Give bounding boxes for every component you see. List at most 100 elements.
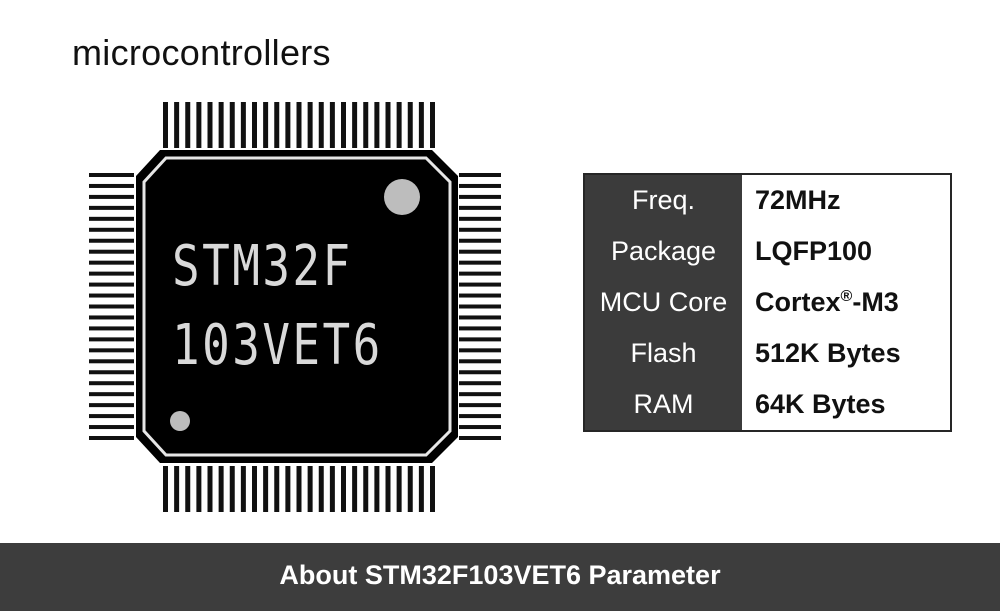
chip-inner-outline (142, 156, 452, 457)
chip-pin (89, 326, 134, 331)
chip-pin (459, 183, 501, 188)
chip-pin (459, 436, 501, 440)
chip-pin (459, 359, 501, 364)
chip-pin (459, 260, 501, 265)
chip-pin (240, 102, 246, 148)
spec-row-core: MCU Core Cortex®-M3 (585, 277, 950, 328)
chip-pin (218, 102, 224, 148)
page-heading: microcontrollers (72, 32, 331, 73)
chip-pin (459, 216, 501, 221)
chip-inner-body (149, 163, 445, 450)
chip-pin (89, 216, 134, 221)
spec-row-package: Package LQFP100 (585, 226, 950, 277)
chip-pin (89, 173, 134, 177)
chip-pin (89, 337, 134, 342)
spec-value: Cortex®-M3 (742, 277, 950, 328)
chip-pin (185, 102, 191, 148)
chip-pin (89, 348, 134, 353)
chip-pin (459, 403, 501, 408)
chip-pin (459, 173, 501, 177)
chip-pins-right (459, 173, 501, 440)
chip-pin (459, 370, 501, 375)
chip-pin (459, 194, 501, 199)
chip-pin (374, 466, 380, 512)
chip-pins-top (163, 102, 435, 148)
chip-marking-line1: STM32F (172, 234, 353, 299)
chip-pin (459, 326, 501, 331)
chip-pin (329, 102, 335, 148)
chip-pin (459, 315, 501, 320)
chip-pin (89, 414, 134, 419)
chip-pin (207, 102, 213, 148)
chip-pin (459, 293, 501, 298)
chip-pin (385, 102, 391, 148)
footer-bar: About STM32F103VET6 Parameter (0, 543, 1000, 611)
chip-pin (341, 466, 346, 512)
chip-pin (240, 466, 246, 512)
spec-value: 512K Bytes (742, 328, 950, 379)
spec-row-flash: Flash 512K Bytes (585, 328, 950, 379)
chip-pin (418, 102, 424, 148)
chip-pin (274, 466, 280, 512)
chip-pin (459, 205, 501, 210)
pin1-marker-large (384, 179, 420, 215)
spec-value-core-pre: Cortex (755, 287, 841, 317)
chip-pin (89, 370, 134, 375)
chip-pin (459, 348, 501, 353)
chip-pin (307, 102, 313, 148)
chip-marking-line2: 103VET6 (172, 313, 383, 378)
chip-pin (89, 282, 134, 287)
spec-label: Flash (585, 328, 742, 379)
chip-pin (307, 466, 313, 512)
chip-pin (89, 425, 134, 430)
spec-value: 72MHz (742, 175, 950, 226)
chip-pin (329, 466, 335, 512)
chip-pin (352, 102, 358, 148)
chip-pin (89, 403, 134, 408)
chip-pin (89, 205, 134, 210)
chip-pin (459, 238, 501, 243)
chip-pin (207, 466, 213, 512)
chip-pin (459, 227, 501, 232)
chip-pin (285, 102, 291, 148)
chip-pin (396, 466, 402, 512)
chip-pin (352, 466, 358, 512)
chip-pin (218, 466, 224, 512)
spec-row-ram: RAM 64K Bytes (585, 379, 950, 430)
chip-pin (459, 271, 501, 276)
spec-label: Freq. (585, 175, 742, 226)
chip-pin (174, 102, 180, 148)
chip-pin (252, 466, 257, 512)
chip-pin (407, 466, 413, 512)
chip-pin (89, 359, 134, 364)
chip-pin (196, 102, 202, 148)
chip-pin (89, 249, 134, 254)
chip-pin (363, 102, 369, 148)
chip-pin (263, 466, 269, 512)
chip-pin (296, 102, 302, 148)
chip-pin (252, 102, 257, 148)
chip-pin (341, 102, 346, 148)
chip-pins-left (89, 173, 134, 440)
spec-label: MCU Core (585, 277, 742, 328)
spec-label: RAM (585, 379, 742, 430)
chip-pin (363, 466, 369, 512)
chip-pin (185, 466, 191, 512)
chip-pin (229, 102, 235, 148)
chip-pin (396, 102, 402, 148)
chip-pin (418, 466, 424, 512)
chip-pin (89, 304, 134, 309)
spec-value: LQFP100 (742, 226, 950, 277)
chip-pin (459, 304, 501, 309)
chip-pins-bottom (163, 466, 435, 512)
chip-pin (459, 282, 501, 287)
chip-pin (385, 466, 391, 512)
chip-pin (430, 102, 435, 148)
chip-pin (89, 227, 134, 232)
chip-pin (163, 102, 168, 148)
chip-pin (374, 102, 380, 148)
chip-pin (407, 102, 413, 148)
chip-pin (459, 392, 501, 397)
